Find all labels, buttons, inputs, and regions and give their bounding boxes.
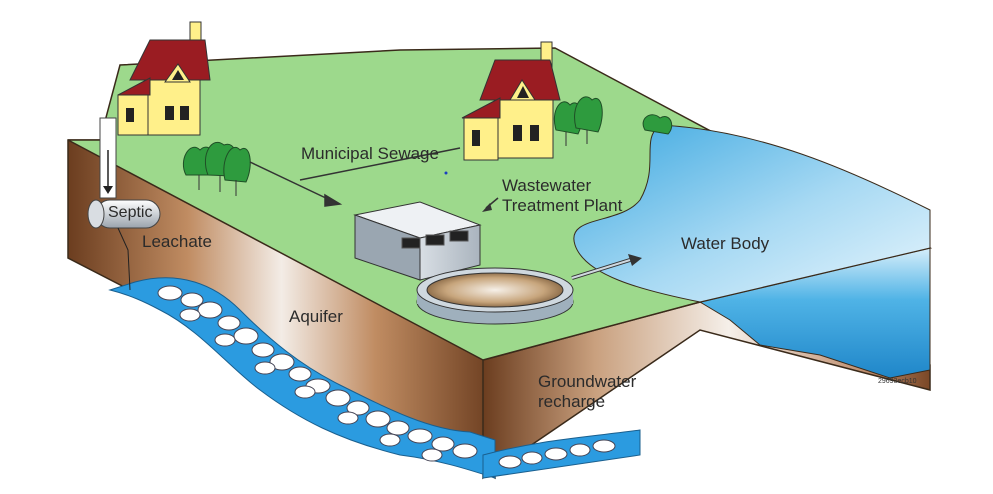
trees-left xyxy=(182,142,251,196)
label-municipal-sewage: Municipal Sewage xyxy=(301,144,439,163)
label-wastewater-2: Treatment Plant xyxy=(502,196,623,215)
figure-code: 29693ecb10 xyxy=(878,378,917,385)
label-water-body: Water Body xyxy=(681,234,770,253)
label-wastewater-1: Wastewater xyxy=(502,176,592,195)
label-aquifer: Aquifer xyxy=(289,307,343,326)
water-body-side xyxy=(698,247,931,379)
label-leachate: Leachate xyxy=(142,232,212,251)
label-septic: Septic xyxy=(108,204,153,221)
label-groundwater-1: Groundwater xyxy=(538,372,637,391)
septic-system xyxy=(87,117,161,291)
aquifer-stones xyxy=(157,285,478,462)
label-groundwater-2: recharge xyxy=(538,392,606,411)
tree-right xyxy=(642,114,673,135)
trees-middle xyxy=(554,96,603,146)
treatment-plant-building xyxy=(353,197,499,281)
marker-dot xyxy=(444,171,448,175)
sewage-lines xyxy=(249,147,461,207)
clarifier-tank xyxy=(416,254,642,325)
house-left xyxy=(117,21,211,136)
house-middle xyxy=(461,41,561,161)
groundwater-stones xyxy=(498,439,616,469)
